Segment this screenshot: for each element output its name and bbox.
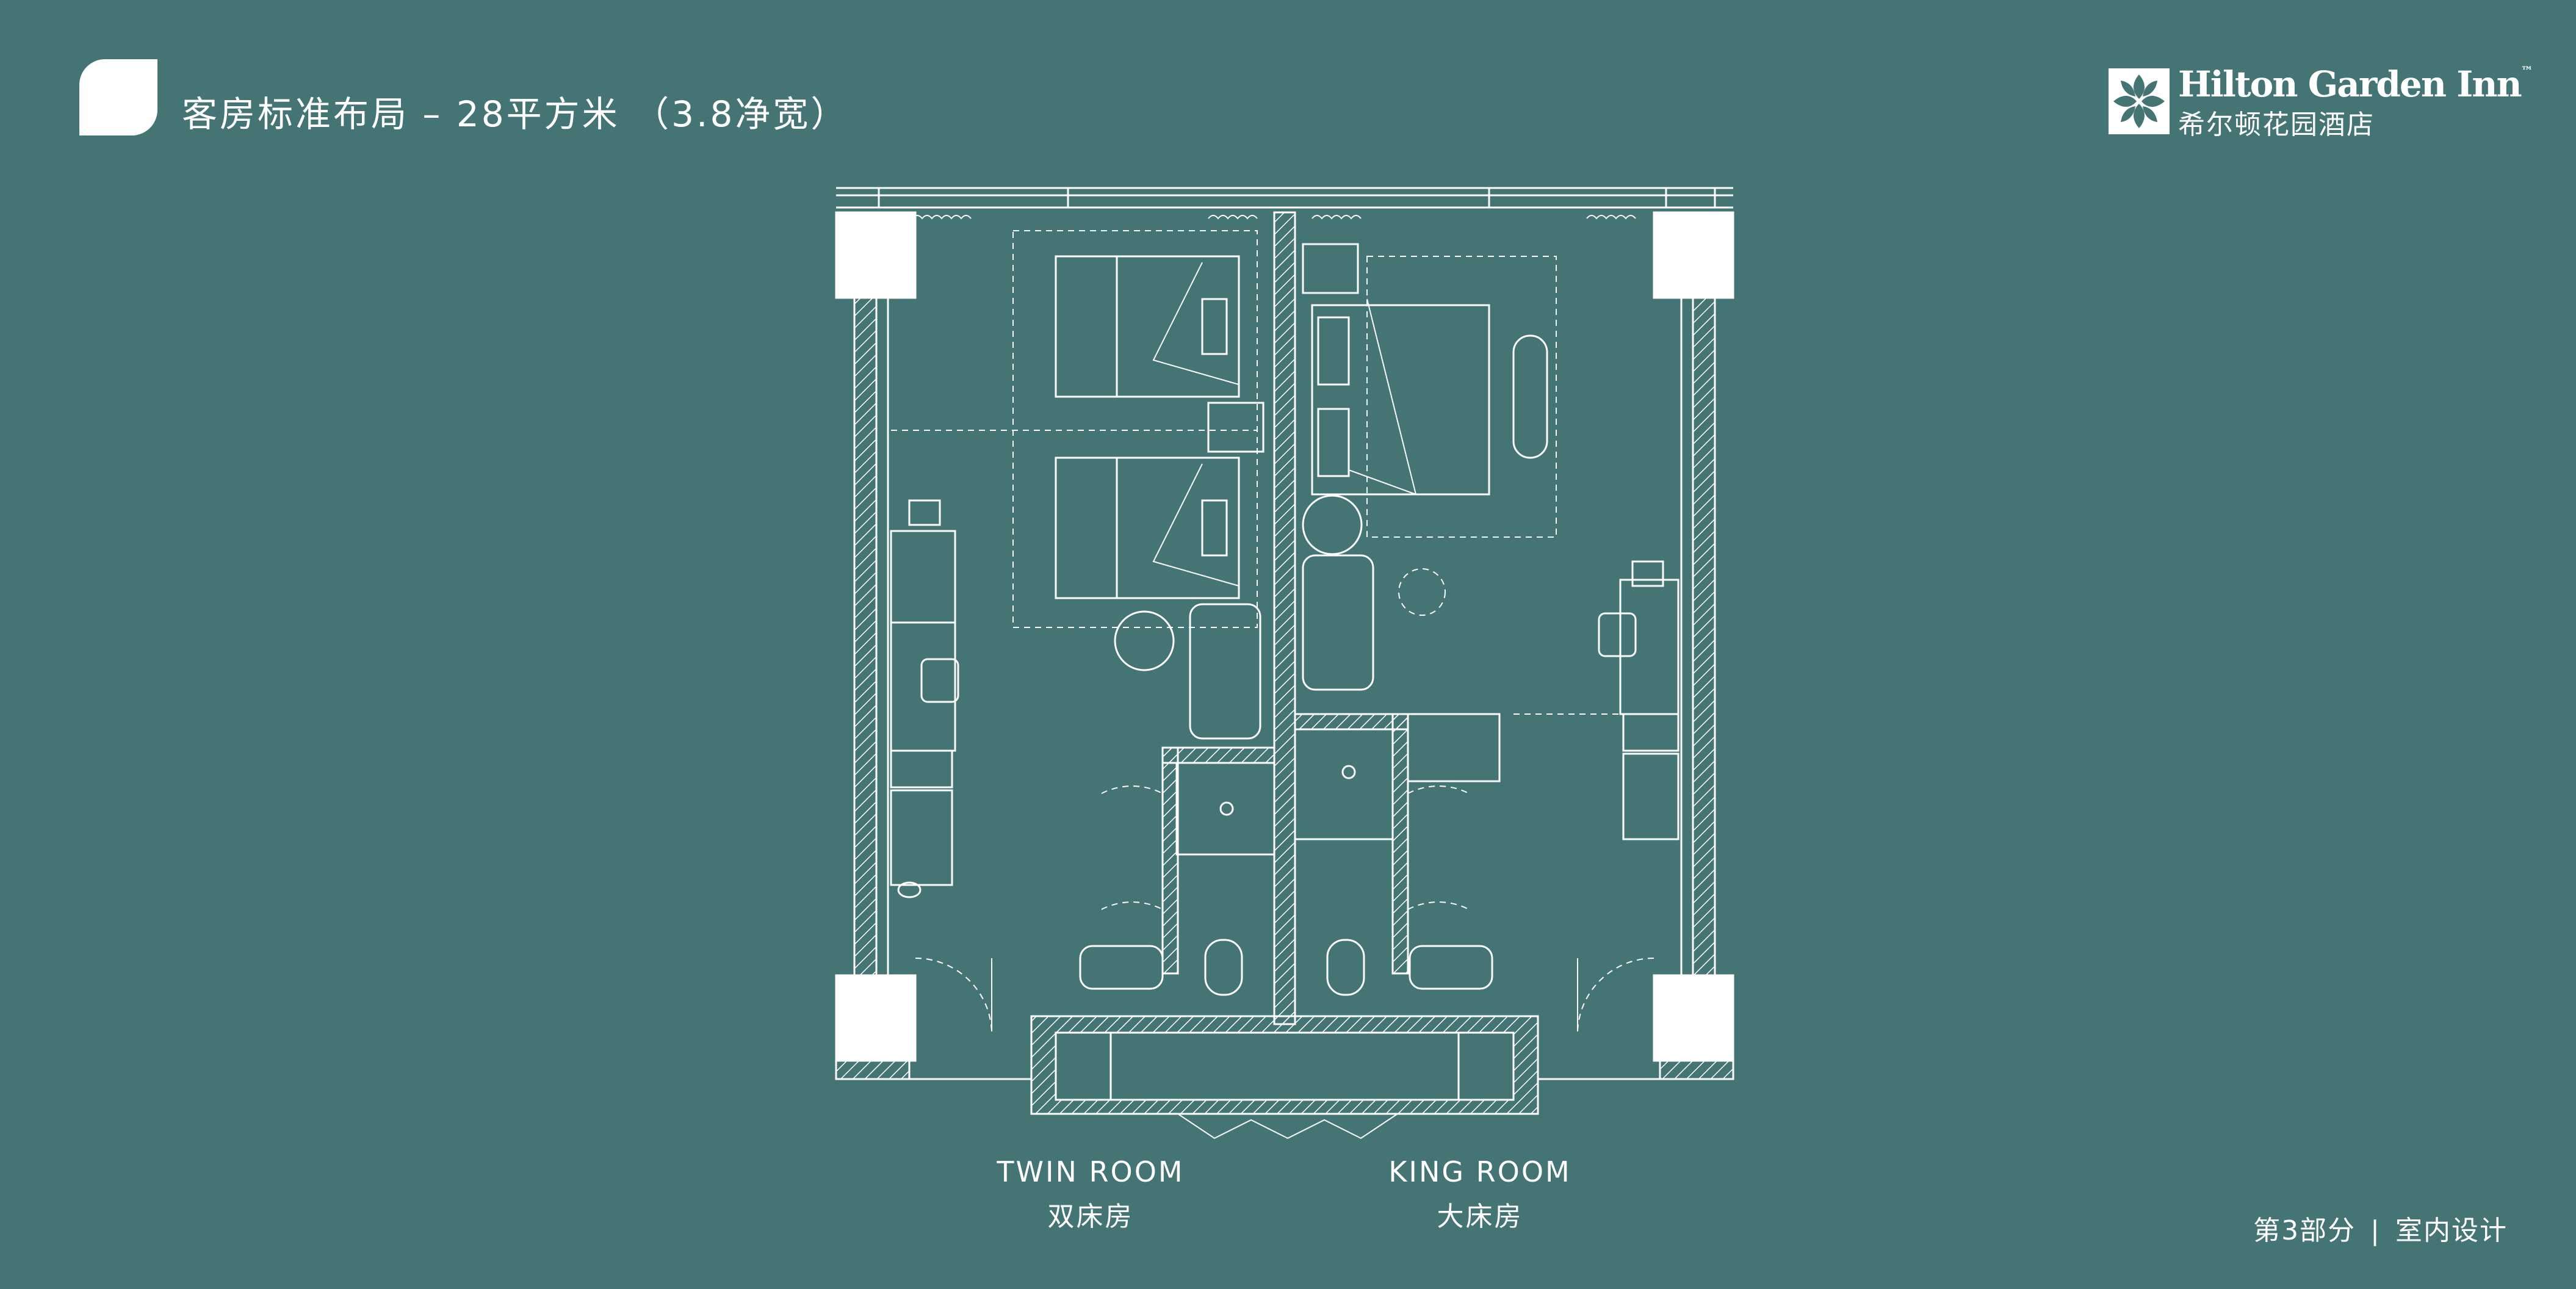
king-side-table — [1398, 568, 1446, 616]
twin-zone-outline — [1012, 230, 1258, 628]
column-top-left — [835, 211, 917, 299]
king-bathroom — [1294, 713, 1501, 996]
facade-line — [836, 187, 1733, 209]
curtain-left-2 — [1208, 215, 1258, 220]
section-tab-icon — [79, 59, 157, 135]
twin-desk — [890, 499, 959, 752]
twin-lounge-table — [1114, 610, 1175, 671]
curtain-right — [1311, 215, 1362, 220]
king-desk — [1598, 560, 1679, 715]
twin-room-label: TWIN ROOM 双床房 — [938, 1155, 1243, 1233]
column-bottom-left — [835, 974, 917, 1062]
twin-room-name-cn: 双床房 — [1047, 1201, 1134, 1232]
king-room-name-cn: 大床房 — [1437, 1201, 1523, 1232]
king-bench — [1512, 334, 1548, 459]
wall-left — [853, 297, 878, 977]
column-bottom-right — [1653, 974, 1734, 1062]
twin-room-name-en: TWIN ROOM — [997, 1155, 1185, 1188]
king-nightstand-top — [1302, 243, 1359, 294]
king-lounge-table — [1302, 494, 1363, 555]
king-armchair — [1302, 554, 1374, 691]
leaf-emblem-icon — [2109, 68, 2170, 134]
twin-bathroom — [1079, 746, 1275, 996]
party-wall — [1273, 211, 1296, 1025]
twin-bed-1 — [1055, 255, 1240, 398]
twin-wardrobe — [890, 749, 953, 898]
king-wardrobe — [1622, 713, 1679, 840]
twin-armchair — [1189, 603, 1261, 740]
footer-section: 第3部分 — [2253, 1215, 2356, 1246]
king-room-name-en: KING ROOM — [1388, 1155, 1571, 1188]
wall-right — [1692, 297, 1716, 977]
corridor-doors — [1177, 1113, 1398, 1139]
floor-plan-drawing — [835, 187, 1734, 1139]
twin-bed-2 — [1055, 457, 1240, 599]
brand-name-cn: 希尔顿花园酒店 — [2178, 109, 2375, 140]
king-room-label: KING ROOM 大床房 — [1327, 1155, 1633, 1233]
king-entry-door — [1577, 957, 1654, 1032]
brand-logo: Hilton Garden Inn™ 希尔顿花园酒店 — [2109, 63, 2533, 140]
king-bed — [1311, 298, 1490, 496]
page-title: 客房标准布局 – 28平方米 （3.8净宽） — [182, 93, 849, 135]
twin-nightstand — [1207, 402, 1265, 453]
curtain-left — [912, 215, 972, 220]
brand-name-en: Hilton Garden Inn™ — [2178, 63, 2533, 105]
column-top-right — [1653, 211, 1734, 299]
footer-topic: 室内设计 — [2395, 1215, 2508, 1246]
curtain-right-2 — [1586, 215, 1636, 220]
footer-separator: | — [2370, 1215, 2381, 1246]
section-footer: 第3部分 | 室内设计 — [2253, 1208, 2508, 1247]
king-zone-outline — [1366, 256, 1557, 538]
twin-entry-door — [915, 957, 992, 1032]
service-shaft — [1030, 1015, 1539, 1115]
